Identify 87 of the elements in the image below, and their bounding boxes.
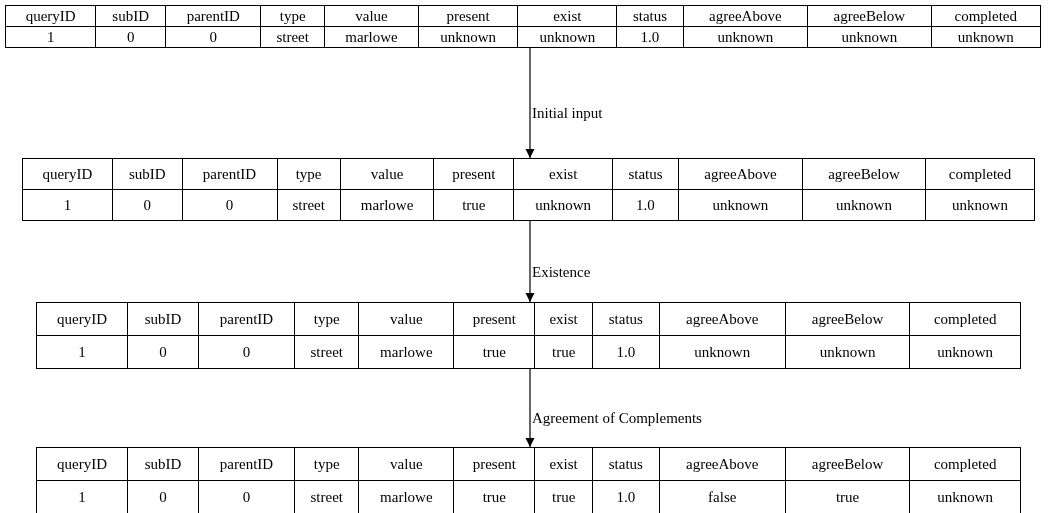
table-value: 0 bbox=[165, 26, 261, 48]
column-header: present bbox=[453, 302, 535, 336]
column-header: agreeAbove bbox=[659, 302, 786, 336]
column-header: completed bbox=[909, 447, 1021, 481]
column-header: present bbox=[418, 5, 518, 27]
column-header: value bbox=[324, 5, 419, 27]
column-header: agreeBelow bbox=[785, 447, 910, 481]
column-header: agreeBelow bbox=[802, 158, 926, 190]
edge-label: Agreement of Complements bbox=[532, 410, 702, 427]
table-value: street bbox=[277, 189, 341, 221]
column-header: value bbox=[358, 447, 454, 481]
column-header: value bbox=[340, 158, 434, 190]
column-header: completed bbox=[909, 302, 1021, 336]
table-value: unknown bbox=[925, 189, 1035, 221]
column-header: type bbox=[260, 5, 325, 27]
table-value: true bbox=[534, 335, 593, 369]
table-value: 1.0 bbox=[592, 335, 660, 369]
column-header: present bbox=[433, 158, 514, 190]
column-header: type bbox=[277, 158, 341, 190]
data-table bbox=[5, 5, 1041, 48]
data-table bbox=[22, 158, 1035, 221]
table-value: 1 bbox=[22, 189, 113, 221]
arrow bbox=[525, 220, 535, 303]
column-header: parentID bbox=[198, 447, 295, 481]
column-header: value bbox=[358, 302, 454, 336]
table-value: 0 bbox=[198, 335, 295, 369]
column-header: exist bbox=[534, 447, 593, 481]
table-value: 1 bbox=[5, 26, 96, 48]
column-header: queryID bbox=[36, 447, 128, 481]
column-header: agreeAbove bbox=[659, 447, 786, 481]
arrow bbox=[525, 368, 535, 448]
column-header: type bbox=[294, 447, 359, 481]
column-header: agreeBelow bbox=[807, 5, 932, 27]
column-header: subID bbox=[112, 158, 182, 190]
table-value: 0 bbox=[182, 189, 277, 221]
column-header: status bbox=[616, 5, 683, 27]
table-value: unknown bbox=[785, 335, 910, 369]
column-header: parentID bbox=[198, 302, 295, 336]
table-value: 1 bbox=[36, 335, 128, 369]
column-header: present bbox=[453, 447, 535, 481]
table-value: unknown bbox=[807, 26, 932, 48]
column-header: completed bbox=[925, 158, 1035, 190]
column-header: exist bbox=[517, 5, 617, 27]
column-header: type bbox=[294, 302, 359, 336]
column-header: completed bbox=[931, 5, 1041, 27]
edge-label: Initial input bbox=[532, 105, 603, 122]
column-header: subID bbox=[95, 5, 166, 27]
column-header: agreeBelow bbox=[785, 302, 910, 336]
column-header: subID bbox=[127, 302, 199, 336]
data-table bbox=[36, 302, 1021, 369]
table-value: unknown bbox=[517, 26, 617, 48]
table-value: unknown bbox=[513, 189, 613, 221]
column-header: queryID bbox=[36, 302, 128, 336]
table-value: 1.0 bbox=[612, 189, 679, 221]
table-value: unknown bbox=[418, 26, 518, 48]
table-value: 1 bbox=[36, 480, 128, 513]
table-value: true bbox=[433, 189, 514, 221]
table-value: unknown bbox=[931, 26, 1041, 48]
column-header: queryID bbox=[22, 158, 113, 190]
table-value: unknown bbox=[909, 335, 1021, 369]
column-header: agreeAbove bbox=[678, 158, 803, 190]
table-value: unknown bbox=[659, 335, 786, 369]
table-value: marlowe bbox=[358, 335, 454, 369]
table-value: unknown bbox=[678, 189, 803, 221]
table-value: 0 bbox=[127, 335, 199, 369]
table-value: unknown bbox=[802, 189, 926, 221]
table-value: marlowe bbox=[324, 26, 419, 48]
column-header: parentID bbox=[165, 5, 261, 27]
column-header: status bbox=[612, 158, 679, 190]
column-header: exist bbox=[513, 158, 613, 190]
column-header: status bbox=[592, 447, 660, 481]
column-header: agreeAbove bbox=[683, 5, 808, 27]
table-value: street bbox=[260, 26, 325, 48]
column-header: exist bbox=[534, 302, 593, 336]
table-value: 0 bbox=[95, 26, 166, 48]
table-value: true bbox=[453, 335, 535, 369]
table-value: 1.0 bbox=[616, 26, 683, 48]
column-header: queryID bbox=[5, 5, 96, 27]
column-header: parentID bbox=[182, 158, 277, 190]
table-value: 0 bbox=[112, 189, 182, 221]
data-table bbox=[36, 447, 1021, 513]
table-value: unknown bbox=[683, 26, 808, 48]
table-value: street bbox=[294, 335, 359, 369]
column-header: status bbox=[592, 302, 660, 336]
table-value: marlowe bbox=[340, 189, 434, 221]
column-header: subID bbox=[127, 447, 199, 481]
arrow bbox=[525, 47, 535, 159]
